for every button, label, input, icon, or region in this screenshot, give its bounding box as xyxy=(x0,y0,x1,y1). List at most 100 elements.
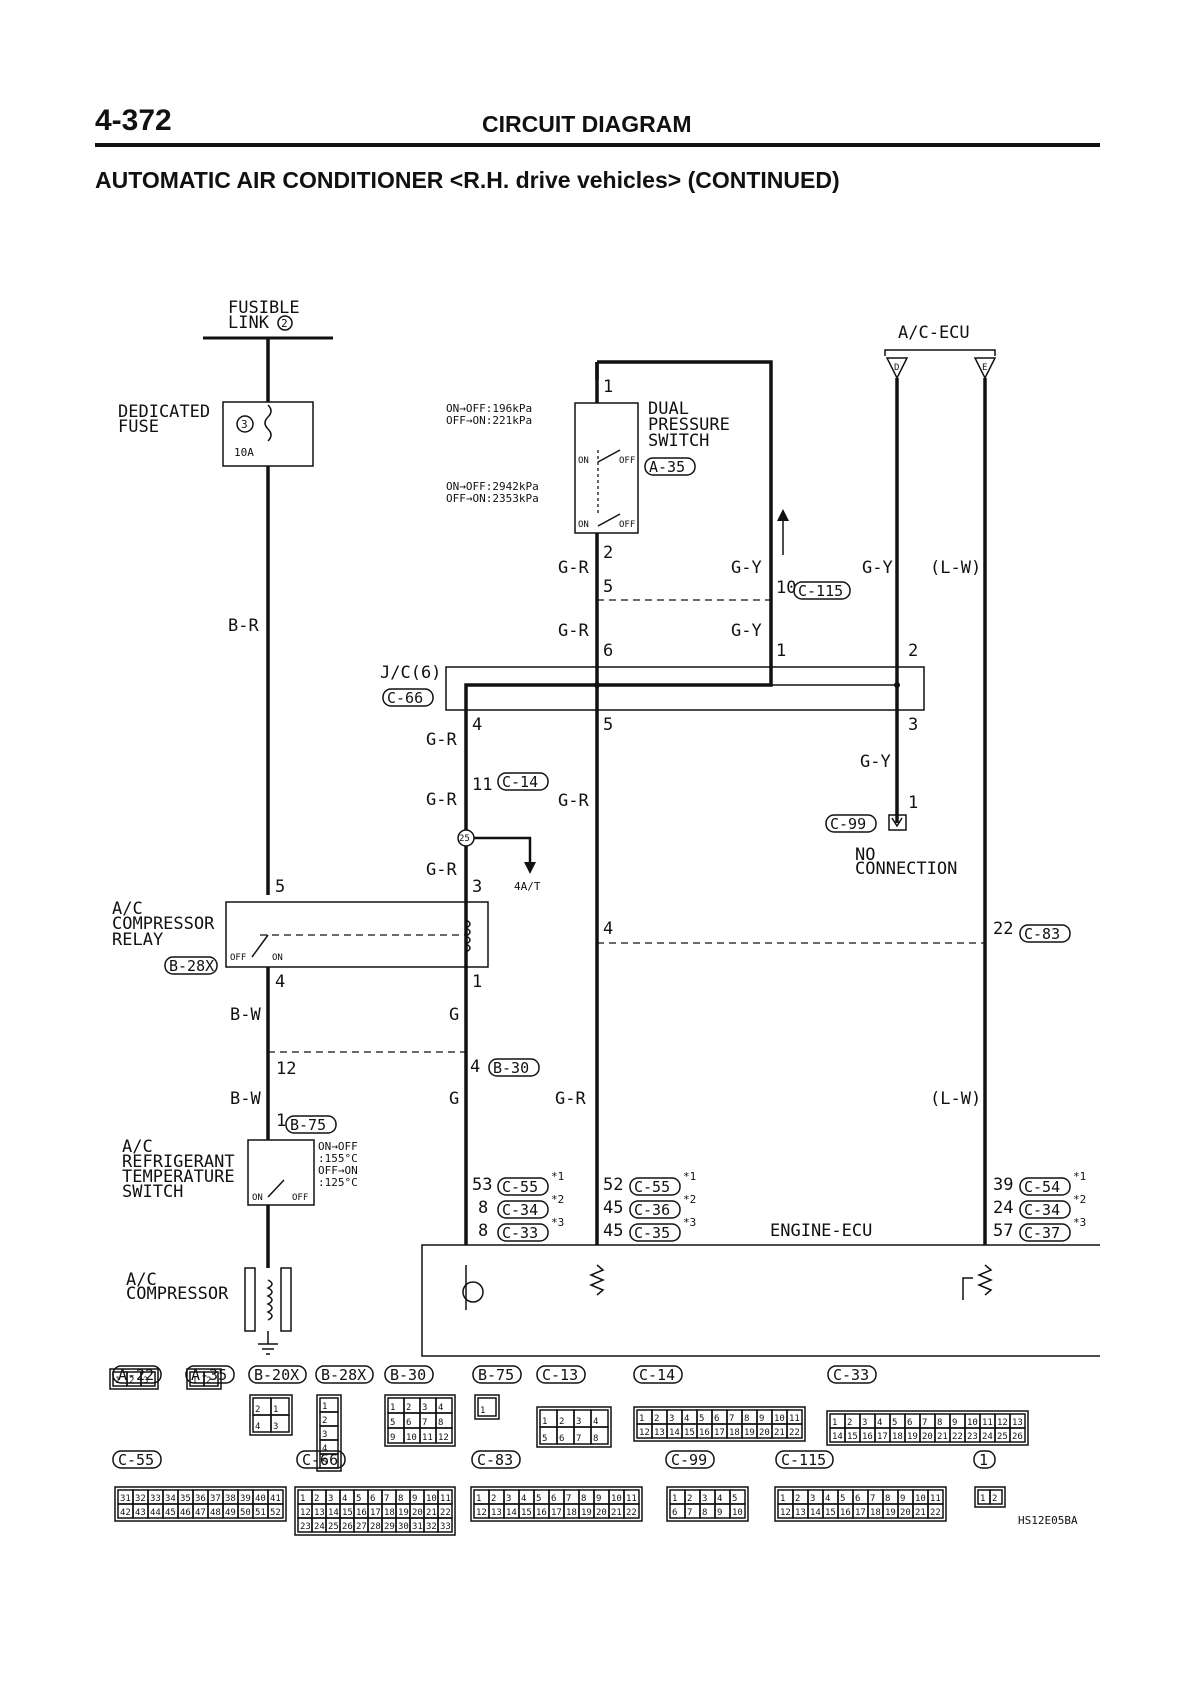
svg-text:4: 4 xyxy=(275,972,285,992)
svg-text:C-99: C-99 xyxy=(830,815,866,833)
connector-pin-number: 42 xyxy=(120,1508,131,1518)
connector-pin-number: 11 xyxy=(930,1494,941,1504)
engine-ecu: ENGINE-ECU xyxy=(421,1221,1100,1357)
svg-text:NO: NO xyxy=(855,845,875,865)
svg-text:*2: *2 xyxy=(1073,1193,1086,1206)
connector-pin xyxy=(989,1489,1003,1505)
svg-text:COMPRESSOR: COMPRESSOR xyxy=(112,914,215,934)
connector-pin-number: 11 xyxy=(440,1494,451,1504)
svg-text:G-Y: G-Y xyxy=(731,621,762,641)
connector-pin-number: 9 xyxy=(717,1508,722,1518)
connector-pin-number: 18 xyxy=(892,1432,903,1442)
svg-text:*2: *2 xyxy=(683,1193,696,1206)
connector-pin-number: 21 xyxy=(915,1508,926,1518)
svg-text:10A: 10A xyxy=(234,446,254,459)
svg-text:DEDICATED: DEDICATED xyxy=(118,402,210,422)
connector-pin-number: 22 xyxy=(440,1508,451,1518)
connector-pin-number: 4 xyxy=(322,1444,327,1454)
connector-code: C-33 xyxy=(833,1366,869,1384)
connector-code: 1 xyxy=(979,1451,988,1469)
connector-pin-number: 19 xyxy=(744,1428,755,1438)
connector-pin-number: 3 xyxy=(422,1403,427,1413)
connector-pin-number: 7 xyxy=(870,1494,875,1504)
svg-text:12: 12 xyxy=(276,1059,296,1079)
connector-code: C-66 xyxy=(302,1451,338,1469)
connector-pin-number: 4 xyxy=(717,1494,722,1504)
connector-pin-number: 4 xyxy=(438,1403,443,1413)
svg-text:OFF: OFF xyxy=(619,456,635,466)
connector-pin-number: 39 xyxy=(240,1494,251,1504)
figure-code: HS12E05BA xyxy=(1018,1514,1078,1527)
svg-text:(L-W): (L-W) xyxy=(930,558,981,578)
connector-pin-number: 2 xyxy=(255,1405,260,1415)
connector-pin-number: 1 xyxy=(672,1494,677,1504)
connector-pin-number: 6 xyxy=(370,1494,375,1504)
connector-pin-number: 4 xyxy=(684,1414,689,1424)
svg-text:22: 22 xyxy=(993,919,1013,939)
connector-pin-number: 6 xyxy=(406,1418,411,1428)
connector-pin-number: 9 xyxy=(900,1494,905,1504)
connector-pin-number: 8 xyxy=(702,1508,707,1518)
svg-text:ON: ON xyxy=(272,953,283,963)
connector-pin-number: 9 xyxy=(390,1433,395,1443)
svg-text:25: 25 xyxy=(459,834,470,844)
svg-text:G-R: G-R xyxy=(426,790,457,810)
connector-pin-number: 20 xyxy=(922,1432,933,1442)
connector-pin-number: 10 xyxy=(611,1494,622,1504)
connector-pin-number: 50 xyxy=(240,1508,251,1518)
connector-pin-number: 10 xyxy=(732,1508,743,1518)
ac-compressor: A/C COMPRESSOR xyxy=(126,1267,292,1355)
connector-pin-number: 10 xyxy=(406,1433,417,1443)
connector-pin-number: 21 xyxy=(611,1508,622,1518)
svg-text:SWITCH: SWITCH xyxy=(122,1182,183,1202)
connector-pin-number: 29 xyxy=(384,1522,395,1532)
connector-pin-number: 10 xyxy=(774,1414,785,1424)
connector-pin-number: 41 xyxy=(270,1494,281,1504)
svg-text:G-R: G-R xyxy=(426,730,457,750)
fusible-link: FUSIBLE LINK 2 xyxy=(203,298,333,340)
svg-text:LINK: LINK xyxy=(228,313,270,333)
svg-text:ON: ON xyxy=(578,520,589,530)
dual-pressure-switch: ON→OFF:196kPa OFF→ON:221kPa ON→OFF:2942k… xyxy=(446,399,730,534)
connector-pin-number: 12 xyxy=(997,1418,1008,1428)
connector-pin-number: 17 xyxy=(551,1508,562,1518)
connector-pin-number: 33 xyxy=(150,1494,161,1504)
svg-text::155°C: :155°C xyxy=(318,1152,358,1165)
connector-pin-number: 7 xyxy=(729,1414,734,1424)
connector-pin-number: 22 xyxy=(930,1508,941,1518)
connector-pin-number: 2 xyxy=(314,1494,319,1504)
connector-code: B-75 xyxy=(478,1366,514,1384)
svg-text:C-33: C-33 xyxy=(502,1224,538,1242)
connector-pin-number: 11 xyxy=(982,1418,993,1428)
connector-pin-number: 9 xyxy=(596,1494,601,1504)
connector-pin-number: 17 xyxy=(877,1432,888,1442)
connector-pin-number: 2 xyxy=(322,1416,327,1426)
refrigerant-temperature-switch: A/C REFRIGERANT TEMPERATURE SWITCH ON→OF… xyxy=(122,1137,358,1206)
svg-text:G-R: G-R xyxy=(426,860,457,880)
connector-pin-number: 3 xyxy=(328,1494,333,1504)
connector-pin-number: 3 xyxy=(576,1417,581,1427)
connector-pin-number: 25 xyxy=(997,1432,1008,1442)
connector-pin-number: 6 xyxy=(551,1494,556,1504)
svg-text:1: 1 xyxy=(276,1111,286,1131)
connector-pin-number: 25 xyxy=(328,1522,339,1532)
svg-text:RELAY: RELAY xyxy=(112,930,163,950)
svg-text:G-R: G-R xyxy=(555,1089,586,1109)
connector-pin-number: 19 xyxy=(581,1508,592,1518)
connector-pin-number: 5 xyxy=(892,1418,897,1428)
connector-pin-number: 11 xyxy=(789,1414,800,1424)
svg-text:*1: *1 xyxy=(683,1170,696,1183)
connector-pin-number: 44 xyxy=(150,1508,161,1518)
connector-pin-number: 13 xyxy=(1012,1418,1023,1428)
connector-pin-number: 12 xyxy=(476,1508,487,1518)
connector-pin xyxy=(203,1371,219,1387)
svg-text:COMPRESSOR: COMPRESSOR xyxy=(126,1284,229,1304)
connector-code: C-55 xyxy=(118,1451,154,1469)
connector-pin-number: 15 xyxy=(825,1508,836,1518)
connector-pin-number: 6 xyxy=(714,1414,719,1424)
connector-pin-number: 3 xyxy=(322,1430,327,1440)
svg-text:ON→OFF:196kPa: ON→OFF:196kPa xyxy=(446,402,532,415)
